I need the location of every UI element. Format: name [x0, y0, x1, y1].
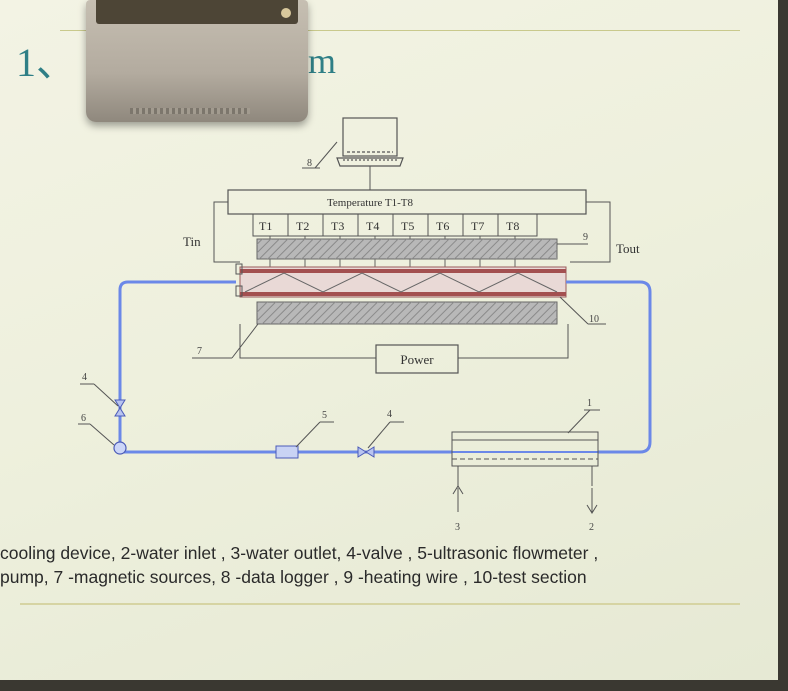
- valve-left-icon: [114, 399, 126, 417]
- callout-5: 5: [322, 410, 327, 421]
- water-loop: [118, 280, 652, 454]
- callout-1: 1: [587, 398, 592, 409]
- legend-line-1: cooling device, 2-water inlet , 3-water …: [0, 543, 599, 563]
- sensor-t4: T4: [366, 219, 379, 233]
- pump-icon: [113, 441, 127, 455]
- callout-4-bottom: 4: [387, 409, 392, 420]
- power-label: Power: [400, 352, 434, 367]
- sensor-row: [252, 213, 538, 237]
- inlet-temp-label: Tin: [183, 234, 201, 249]
- callout-7: 7: [197, 346, 202, 357]
- callout-6: 6: [81, 413, 86, 424]
- section-number: 1、: [16, 40, 76, 85]
- sensor-t7: T7: [471, 219, 484, 233]
- sensor-t2: T2: [296, 219, 309, 233]
- water-outlet-arrow: [452, 485, 464, 512]
- sensor-t3: T3: [331, 219, 344, 233]
- valve-bottom-icon: [357, 446, 375, 458]
- laptop-icon: [336, 117, 404, 167]
- projector-top-panel: [96, 0, 298, 24]
- callout-9: 9: [583, 232, 588, 243]
- temperature-box-label: Temperature T1-T8: [327, 197, 414, 209]
- projector-lens-icon: [281, 8, 291, 18]
- projector-vent: [130, 108, 250, 114]
- sensor-t1: T1: [259, 219, 272, 233]
- callout-2: 2: [589, 522, 594, 533]
- section-title-fragment: m: [308, 41, 337, 81]
- outlet-temp-label: Tout: [616, 241, 640, 256]
- callout-10: 10: [589, 314, 599, 325]
- experimental-setup-diagram: 8 Temperature T1-T8 T1 T2 T3 T4 T5 T6 T7…: [78, 117, 652, 533]
- flowmeter-icon: [275, 445, 299, 459]
- power-box: [375, 344, 459, 374]
- sensor-t8: T8: [506, 219, 519, 233]
- legend-line-2: pump, 7 -magnetic sources, 8 -data logge…: [0, 567, 587, 587]
- cooling-device: [451, 431, 599, 486]
- screen-bezel-bottom: [0, 680, 788, 691]
- callout-8: 8: [307, 158, 312, 169]
- callout-4-left: 4: [82, 372, 87, 383]
- title-rule: [60, 30, 740, 31]
- sensor-t5: T5: [401, 219, 414, 233]
- footer-rule: [20, 603, 740, 605]
- test-section: [235, 263, 567, 298]
- sensor-t6: T6: [436, 219, 449, 233]
- screen-bezel-right: [778, 0, 788, 691]
- water-inlet-arrow: [586, 488, 598, 514]
- callout-3: 3: [455, 522, 460, 533]
